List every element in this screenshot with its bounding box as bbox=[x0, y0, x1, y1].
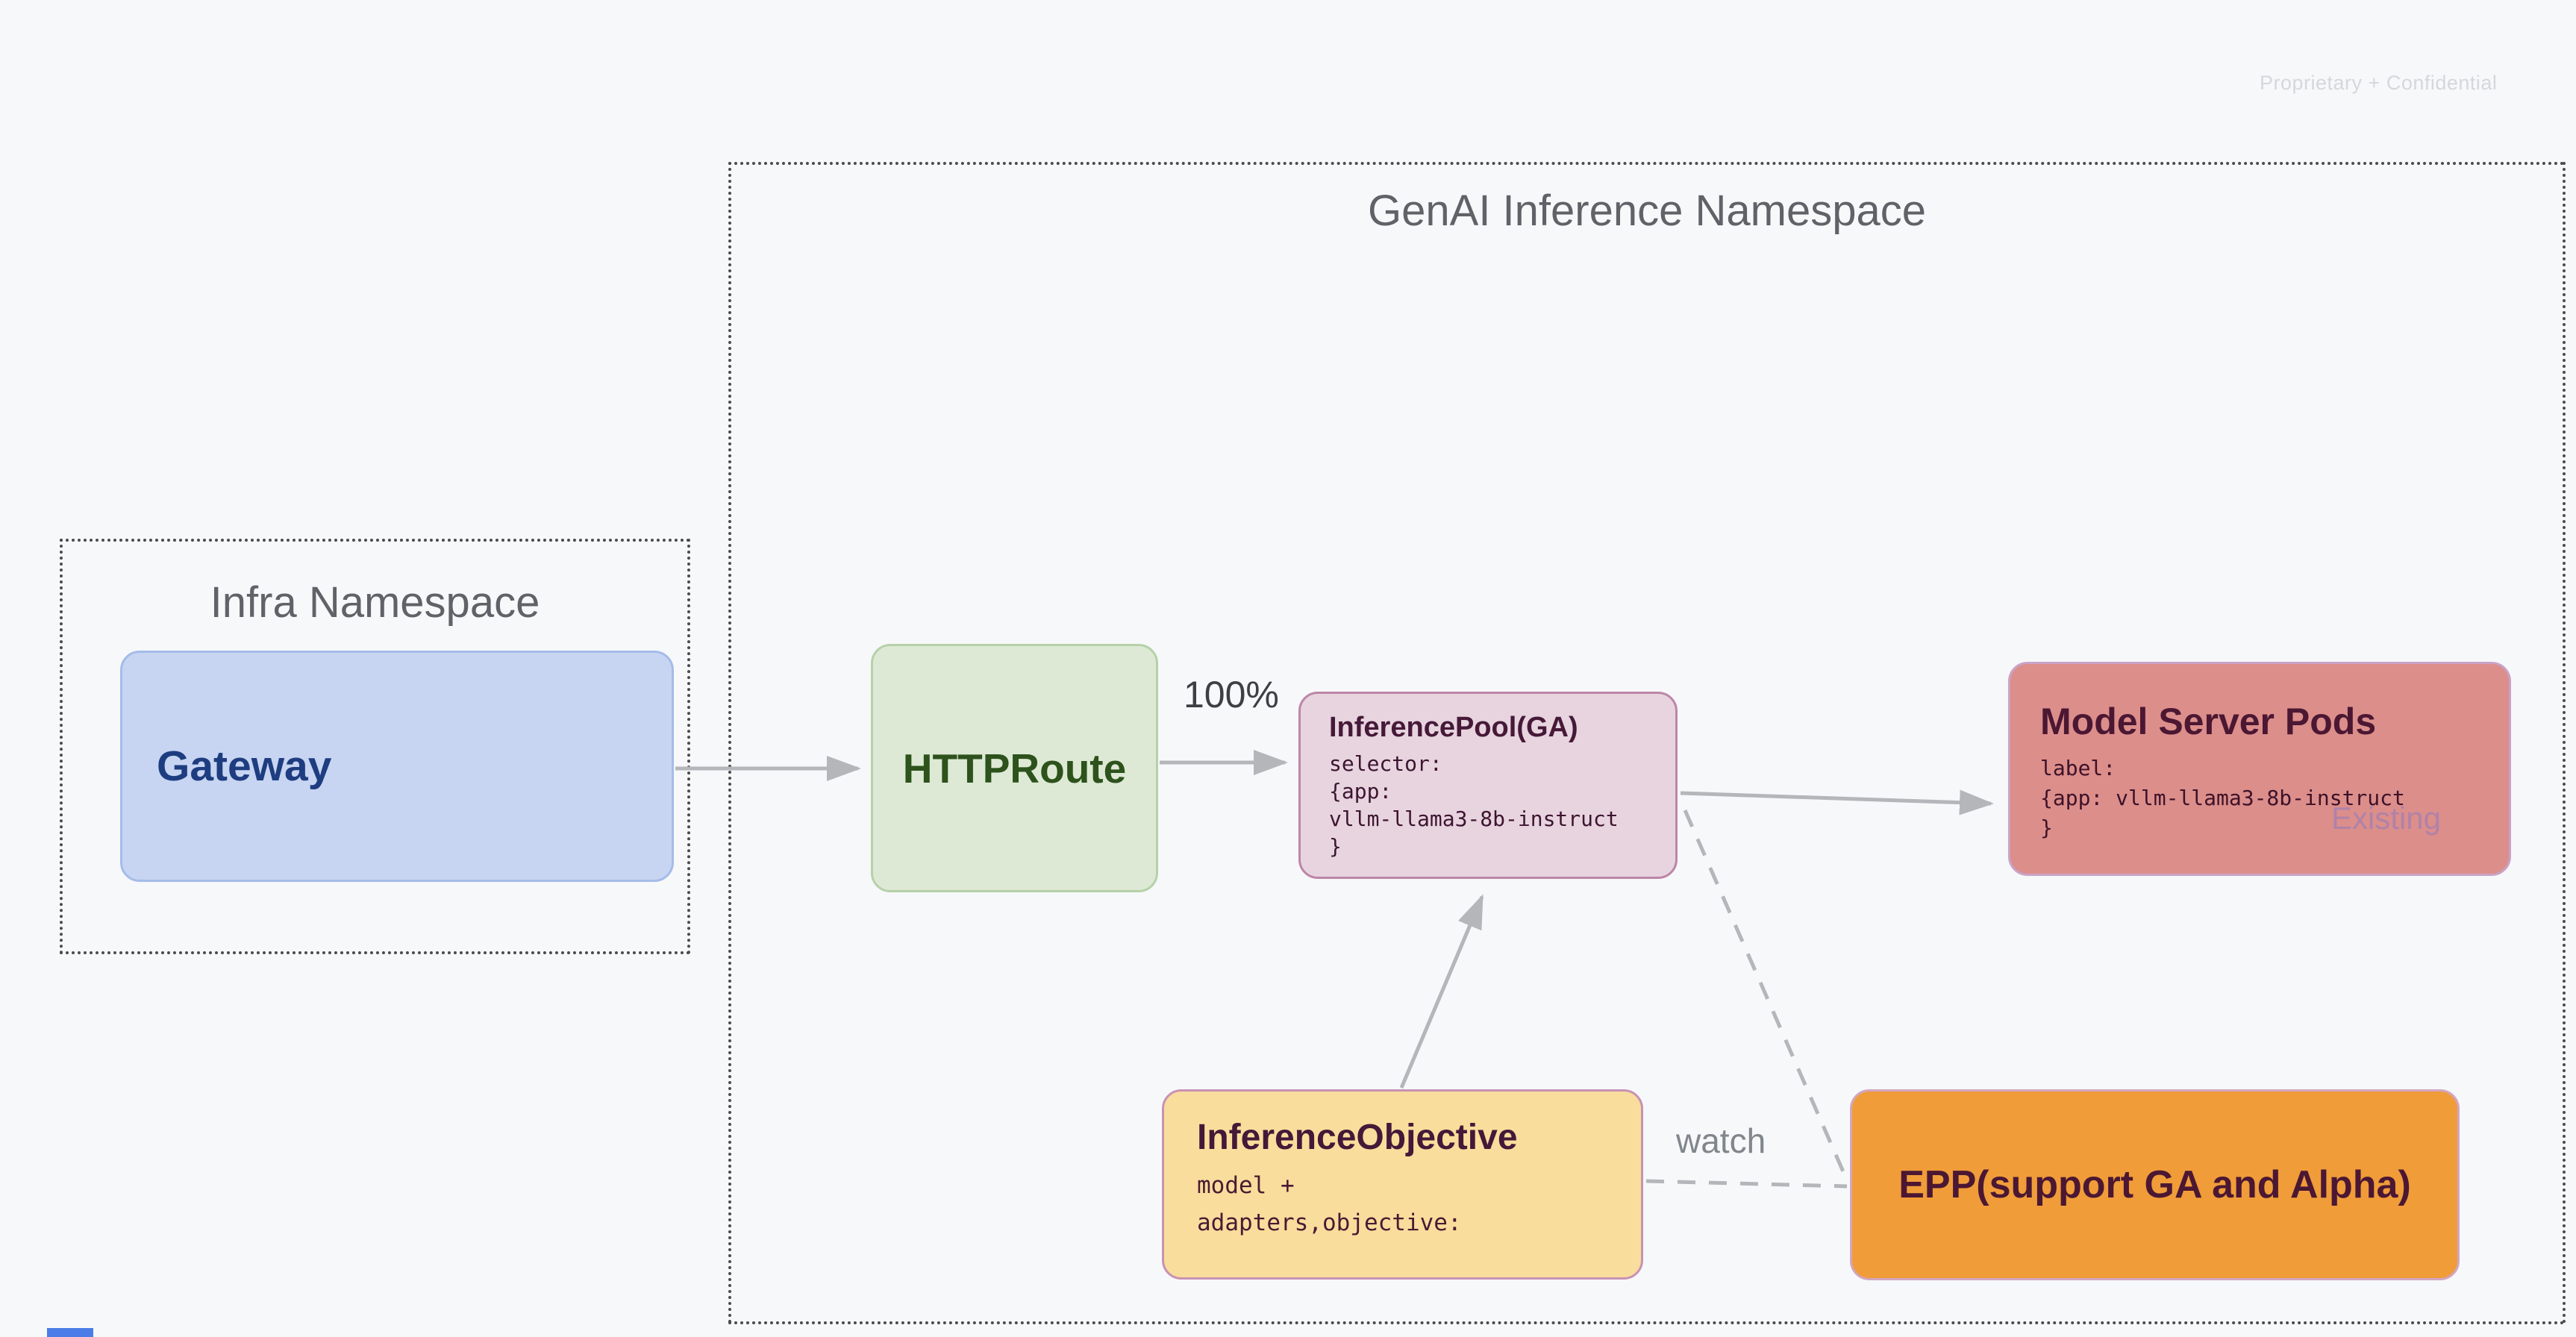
infra-namespace-title: Infra Namespace bbox=[210, 578, 540, 627]
inference-objective-body-text: model + adapters,objective: bbox=[1197, 1172, 1462, 1236]
epp-node: EPP(support GA and Alpha) bbox=[1850, 1089, 2460, 1280]
inference-objective-title: InferenceObjective bbox=[1197, 1118, 1518, 1157]
inference-pool-node: InferencePool(GA) selector: {app: vllm-l… bbox=[1298, 692, 1678, 879]
watch-label: watch bbox=[1676, 1121, 1766, 1160]
gateway-node: Gateway bbox=[120, 651, 674, 882]
inference-pool-title: InferencePool(GA) bbox=[1329, 712, 1578, 743]
watermark-text: Proprietary + Confidential bbox=[2260, 72, 2498, 94]
epp-label: EPP(support GA and Alpha) bbox=[1898, 1163, 2411, 1206]
model-server-pods-node: Model Server Pods label: {app: vllm-llam… bbox=[2008, 662, 2511, 876]
edge-watch-objective-to-epp-dashed bbox=[1645, 1179, 1848, 1189]
edge-inferenceobjective-to-inferencepool bbox=[1399, 894, 1484, 1089]
bottom-left-accent-bar bbox=[47, 1328, 93, 1337]
model-server-pods-label-text: label: {app: vllm-llama3-8b-instruct } bbox=[2040, 756, 2405, 840]
genai-namespace-title: GenAI Inference Namespace bbox=[1368, 187, 1926, 235]
httproute-node: HTTPRoute bbox=[871, 644, 1158, 892]
inference-objective-node: InferenceObjective model + adapters,obje… bbox=[1162, 1089, 1643, 1280]
httproute-label: HTTPRoute bbox=[902, 745, 1127, 792]
inference-pool-selector-text: selector: {app: vllm-llama3-8b-instruct … bbox=[1329, 751, 1619, 859]
traffic-percent-label: 100% bbox=[1184, 674, 1279, 716]
model-server-pods-title: Model Server Pods bbox=[2040, 701, 2377, 742]
edge-watch-inferencepool-to-epp-dashed bbox=[1683, 809, 1850, 1183]
edge-inferencepool-to-modelserverpods bbox=[1680, 789, 1994, 815]
gateway-label: Gateway bbox=[157, 742, 332, 790]
infra-namespace-box: Infra Namespace bbox=[60, 539, 690, 954]
existing-tag: Existing bbox=[2330, 801, 2441, 836]
genai-inference-namespace-box: GenAI Inference Namespace bbox=[728, 162, 2566, 1324]
